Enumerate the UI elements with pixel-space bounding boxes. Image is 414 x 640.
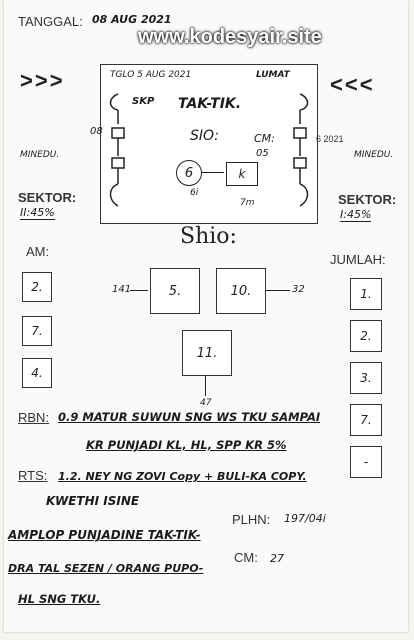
plhn-value: 197/04i [284, 512, 326, 525]
left-minedu: MINEDU. [20, 150, 60, 160]
rts-line-2: KWETHI ISINE [46, 494, 140, 508]
tglo-text: TGLO 5 AUG 2021 [110, 70, 192, 80]
center-bottom-output: 47 [200, 398, 212, 408]
right-sektor-value: I:45% [340, 208, 372, 222]
right-sektor-label: SEKTOR: [338, 192, 397, 207]
center-right-output: 32 [292, 284, 305, 295]
rts-label: RTS: [18, 468, 48, 483]
left-chain-drawing [109, 93, 125, 207]
right-chain-drawing [293, 93, 309, 207]
center-box-1: 5. [150, 268, 200, 314]
am-box-3: 4. [22, 358, 52, 388]
rts-line-4: DRA TAL SEZEN / ORANG PUPO- [8, 562, 204, 575]
jumlah-box-4: 7. [350, 404, 382, 436]
skp-tag: SKP [132, 96, 155, 107]
am-box-1: 2. [22, 272, 52, 302]
left-sektor-value: II:45% [20, 206, 55, 220]
right-minedu: MINEDU. [354, 150, 394, 160]
sio-label: SIO: [190, 128, 220, 144]
am-label: AM: [26, 244, 50, 259]
taktik-box [100, 64, 318, 224]
center-down-arrow [205, 376, 206, 396]
right-arrows: <<< [330, 72, 375, 97]
circle-value: 6 [176, 160, 202, 186]
center-left-input: 141 [112, 284, 132, 295]
center-box-2: 10. [216, 268, 266, 314]
plhn-label: PLHN: [232, 512, 271, 527]
rbn-line-2: KR PUNJADI KL, HL, SPP KR 5% [86, 438, 287, 452]
center-left-arrow [130, 290, 148, 291]
right-date-small: 6 2021 [316, 134, 344, 144]
tanggal-label: TANGGAL: [18, 14, 83, 29]
rts-line-5: HL SNG TKU. [18, 592, 101, 606]
center-box-3: 11. [182, 330, 232, 376]
jumlah-box-3: 3. [350, 362, 382, 394]
rts-line-3: AMPLOP PUNJADINE TAK-TIK- [8, 528, 201, 542]
taktik-title: TAK-TIK. [178, 96, 242, 112]
jumlah-label: JUMLAH: [330, 252, 386, 267]
jumlah-box-1: 1. [350, 278, 382, 310]
cm-label-top: CM: [254, 132, 275, 145]
website-watermark: www.kodesyair.site [138, 26, 322, 48]
under-circle-text: 6i [190, 188, 199, 198]
jumlah-box-5: - [350, 446, 382, 478]
left-arrows: >>> [20, 68, 65, 93]
cm-bottom-value: 27 [270, 552, 284, 565]
shio-label: Shio: [180, 224, 237, 249]
cm-bottom-label: CM: [234, 550, 258, 565]
tanggal-value: 08 AUG 2021 [92, 13, 172, 26]
under-box-text: 7m [240, 198, 255, 208]
rts-line-1: 1.2. NEY NG ZOVI Copy + BULI-KA COPY. [58, 470, 307, 483]
small-box-value: k [226, 162, 258, 186]
rbn-line-1: 0.9 MATUR SUWUN SNG WS TKU SAMPAI [58, 410, 321, 424]
top-right-text: LUMAT [256, 70, 290, 80]
circle-to-box-line [202, 172, 224, 173]
am-box-2: 7. [22, 316, 52, 346]
left-small-number: 08 [90, 126, 103, 137]
jumlah-box-2: 2. [350, 320, 382, 352]
left-sektor-label: SEKTOR: [18, 190, 77, 205]
cm-value-top: 05 [256, 148, 269, 159]
center-right-arrow [266, 290, 290, 291]
rbn-label: RBN: [18, 410, 50, 425]
